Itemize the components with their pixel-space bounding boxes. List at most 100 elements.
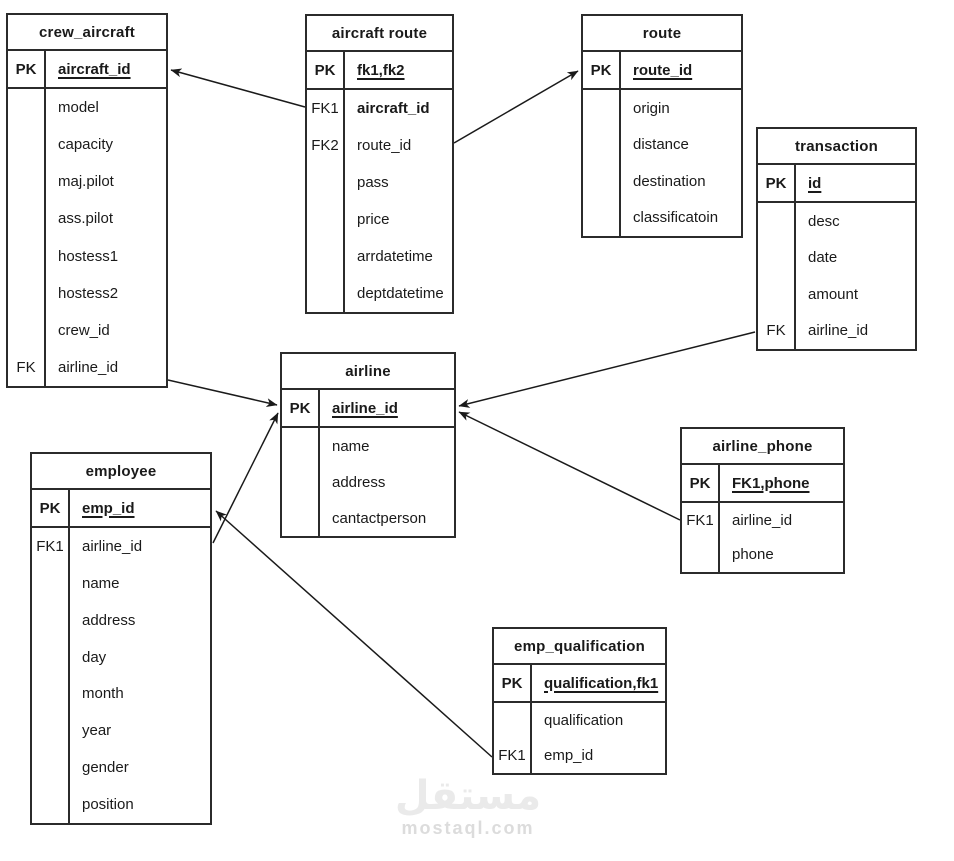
attribute-row: name [282, 428, 454, 464]
key-cell [758, 239, 796, 276]
field-name: distance [633, 136, 689, 154]
pk-field: aircraft_id [58, 60, 131, 78]
field-name: arrdatetime [357, 248, 433, 265]
attribute-row: gender [32, 749, 210, 787]
attribute-row: address [32, 601, 210, 639]
entity-title: emp_qualification [494, 629, 665, 665]
entity-title: route [583, 16, 741, 52]
field-name: aircraft_id [357, 100, 430, 117]
field-name: deptdatetime [357, 285, 444, 302]
attribute-row: date [758, 239, 915, 276]
pk-row: PK fk1,fk2 [307, 52, 452, 90]
key-cell: FK1 [307, 90, 345, 127]
field-name: date [808, 249, 838, 267]
field-name: day [82, 648, 107, 666]
field-name: price [357, 211, 390, 228]
key-cell: FK [758, 312, 796, 349]
attribute-row: arrdatetime [307, 238, 452, 275]
attribute-row: capacity [8, 126, 166, 164]
attribute-list: origin distance destination classificato… [583, 90, 741, 236]
key-cell [583, 90, 621, 127]
key-cell [282, 428, 320, 464]
field-name: address [82, 611, 136, 629]
key-cell: FK1 [32, 528, 70, 565]
key-cell [32, 675, 70, 713]
key-cell [8, 237, 46, 275]
attribute-row: deptdatetime [307, 275, 452, 312]
pk-row: PK FK1,phone [682, 465, 843, 503]
entity-airline: airline PK airline_id name address canta… [280, 352, 456, 538]
attribute-list: name address cantactperson [282, 428, 454, 536]
mostaql-site-label: mostaql.com [401, 818, 535, 838]
key-cell: FK [8, 348, 46, 386]
field-name: emp_id [544, 747, 594, 764]
key-cell: PK [682, 465, 720, 501]
relationship-aircraftroute-route [453, 70, 579, 144]
field-name: maj.pilot [58, 173, 114, 191]
key-cell [307, 164, 345, 201]
relationship-aircraftroute-crewaircraft [170, 68, 306, 108]
relationship-airlinephone-airline [458, 411, 681, 521]
attribute-row: year [32, 712, 210, 750]
field-name: year [82, 722, 112, 740]
field-name: cantactperson [332, 509, 427, 527]
key-cell [307, 201, 345, 238]
field-name: crew_id [58, 321, 110, 339]
attribute-row: month [32, 675, 210, 713]
relationship-employee-airline [212, 412, 279, 544]
field-name: qualification [544, 712, 624, 729]
field-name: name [332, 437, 370, 455]
pk-row: PK route_id [583, 52, 741, 90]
pk-row: PK airline_id [282, 390, 454, 428]
entity-title: transaction [758, 129, 915, 165]
key-cell [282, 464, 320, 500]
pk-field: route_id [633, 61, 693, 79]
key-cell [307, 275, 345, 312]
field-name: position [82, 796, 134, 814]
attribute-row: distance [583, 126, 741, 163]
key-cell [583, 126, 621, 163]
key-cell [8, 126, 46, 164]
field-name: ass.pilot [58, 210, 114, 228]
key-cell [8, 200, 46, 238]
key-cell [8, 311, 46, 349]
pk-row: PK qualification,fk1 [494, 665, 665, 703]
pk-field: airline_id [332, 399, 398, 417]
key-cell [32, 638, 70, 676]
key-cell [583, 163, 621, 200]
key-cell [32, 786, 70, 823]
field-name: origin [633, 99, 670, 117]
key-cell [8, 89, 46, 127]
pk-row: PK emp_id [32, 490, 210, 528]
attribute-row: model [8, 89, 166, 127]
field-name: destination [633, 172, 706, 190]
attribute-row: hostess1 [8, 237, 166, 275]
key-cell [282, 500, 320, 536]
entity-route: route PK route_id origin distance destin… [581, 14, 743, 238]
pk-field: qualification,fk1 [544, 674, 659, 692]
key-cell: PK [8, 51, 46, 87]
field-name: name [82, 574, 120, 592]
key-cell [32, 749, 70, 787]
field-name: capacity [58, 136, 114, 154]
pk-field: FK1,phone [732, 474, 810, 492]
entity-title: airline [282, 354, 454, 390]
field-name: model [58, 99, 99, 117]
entity-title: crew_aircraft [8, 15, 166, 51]
field-name: airline_id [732, 511, 793, 529]
attribute-row: crew_id [8, 311, 166, 349]
relationship-transaction-airline [458, 331, 756, 408]
attribute-row: hostess2 [8, 274, 166, 312]
key-cell: FK1 [682, 503, 720, 538]
key-cell: PK [282, 390, 320, 426]
attribute-row: FK1 aircraft_id [307, 90, 452, 127]
attribute-row: cantactperson [282, 500, 454, 536]
attribute-list: model capacity maj.pilot ass.pilot hoste… [8, 89, 166, 386]
